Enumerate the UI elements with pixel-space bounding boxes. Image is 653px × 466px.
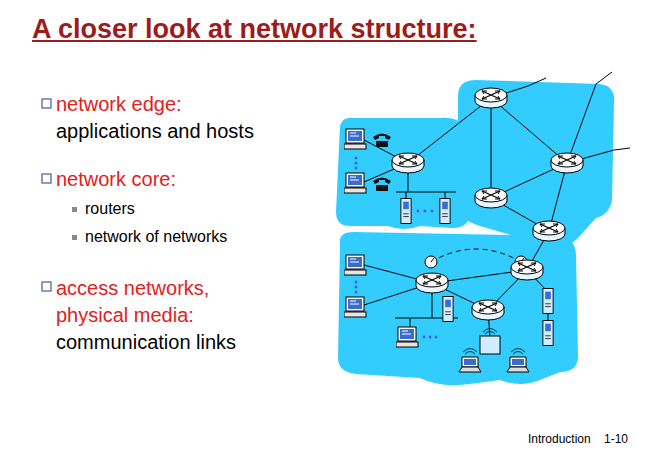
slide-title: A closer look at network structure: (32, 14, 477, 45)
bullet (42, 174, 51, 183)
bullet-text: communication links (56, 330, 236, 354)
bullet-heading: network core: (56, 167, 176, 191)
network-cloud (458, 80, 614, 247)
bullet (42, 282, 51, 291)
dialup-link (431, 249, 521, 262)
bullet (42, 99, 51, 108)
network-cloud (336, 118, 470, 229)
sub-bullet-text: network of networks (85, 227, 227, 246)
bullet-text: applications and hosts (56, 119, 254, 143)
router-icons (392, 88, 583, 320)
sub-bullet-text: routers (85, 199, 135, 218)
host-icons (344, 129, 553, 372)
sub-bullet (72, 235, 77, 240)
network-cloud (338, 232, 578, 385)
page-number: 1-10 (604, 432, 628, 446)
communication-links (364, 72, 630, 338)
sub-bullet (72, 207, 77, 212)
bullet-heading: network edge: (56, 92, 182, 116)
footer-text: Introduction (528, 432, 591, 446)
bullet-heading: access networks, physical media: (56, 275, 256, 329)
